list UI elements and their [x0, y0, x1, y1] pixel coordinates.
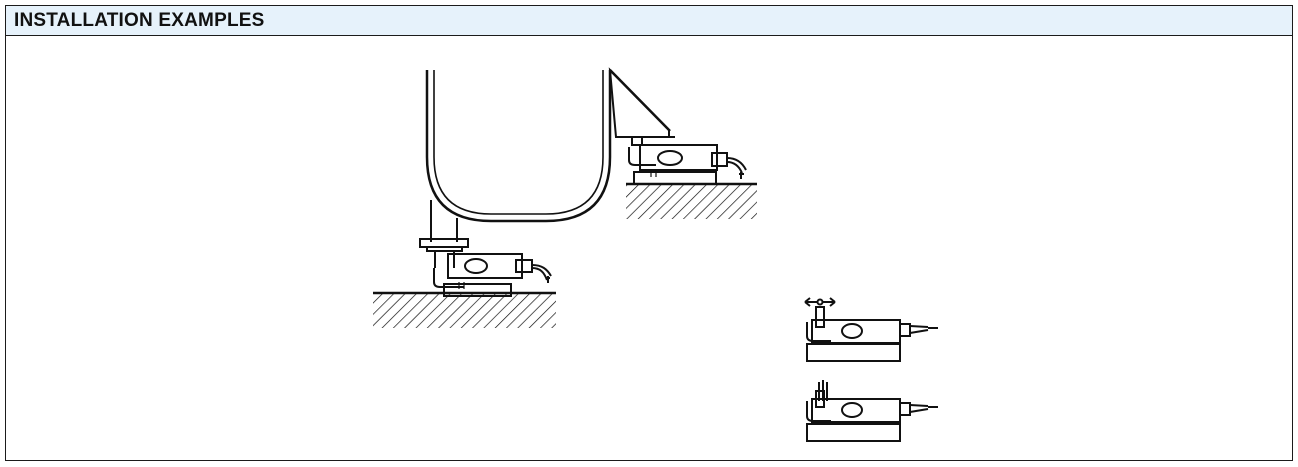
upper-bracket-icon: [608, 67, 675, 146]
installation-examples-panel: INSTALLATION EXAMPLES: [5, 5, 1293, 461]
upper-load-cell-icon: [628, 144, 747, 185]
lower-load-cell-icon: [433, 253, 552, 297]
section-header: INSTALLATION EXAMPLES: [6, 6, 1292, 36]
vessel-leg-icon: [419, 200, 469, 268]
installation-drawing-svg: [373, 67, 938, 442]
adjustable-mount-detail-icon: [804, 297, 938, 362]
fixed-mount-detail-icon: [806, 380, 938, 442]
section-title: INSTALLATION EXAMPLES: [14, 9, 265, 31]
installation-drawings: [6, 36, 1294, 462]
upper-floor-icon: [626, 182, 757, 219]
lower-floor-icon: [373, 291, 556, 328]
